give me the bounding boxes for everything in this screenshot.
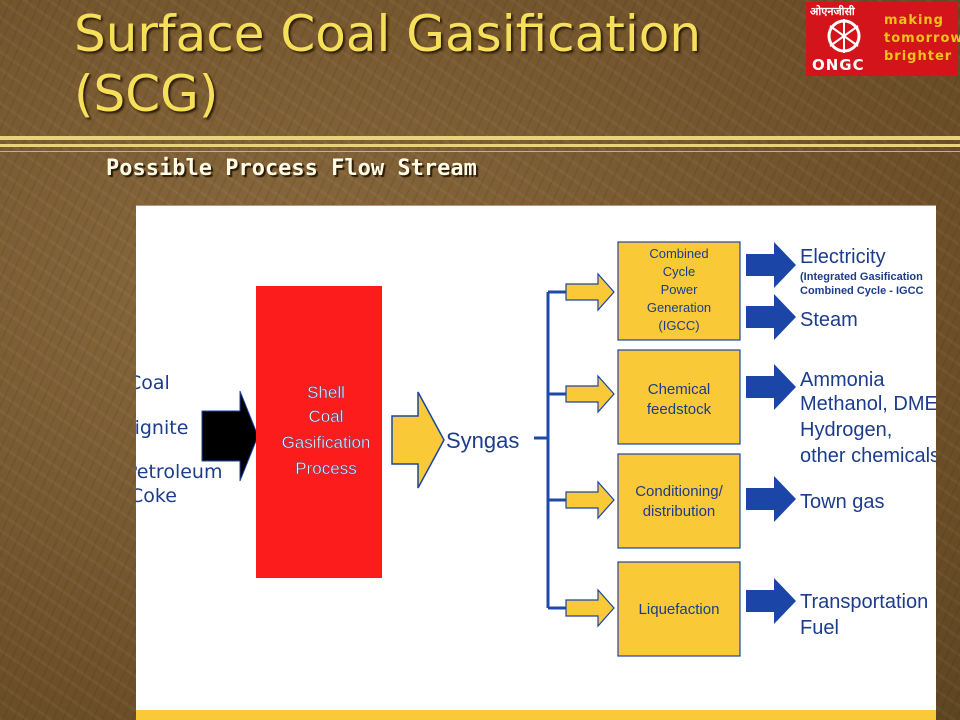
title-divider	[0, 151, 960, 152]
process-labels: Shell Coal Gasification Process	[281, 383, 371, 479]
product-label: Fuel	[800, 617, 839, 639]
process-label: Coal	[309, 407, 344, 426]
feedstock-label: Lignite	[136, 417, 188, 439]
stage-labels: Combined Cycle Power Generation (IGCC) C…	[635, 246, 723, 618]
process-flow-svg: Coal Lignite Petroleum Coke Shell Coal G…	[136, 241, 936, 720]
syngas-label: Syngas	[446, 428, 519, 453]
stage-label: distribution	[643, 503, 716, 520]
process-box	[256, 286, 382, 578]
stage-box-liquefaction	[617, 561, 741, 657]
process-label: Process	[295, 459, 356, 478]
feedstock-label: Petroleum	[136, 461, 222, 483]
stage-box-chemical	[617, 349, 741, 445]
product-label: Electricity	[800, 246, 886, 268]
process-label: Shell	[307, 383, 345, 402]
stage-arrow	[565, 588, 615, 628]
stage-box-igcc	[617, 241, 741, 341]
process-flow-diagram: Coal Lignite Petroleum Coke Shell Coal G…	[136, 206, 936, 720]
slide-title-line: Surface Coal Gasification	[74, 5, 702, 63]
feedstock-label: Coal	[136, 372, 170, 394]
syngas-arrow	[391, 391, 445, 489]
stage-arrow	[565, 480, 615, 520]
product-arrow	[746, 364, 796, 410]
logo-emblem: ओएनजीसी ONGC	[806, 2, 882, 76]
stage-box-conditioning	[617, 453, 741, 549]
slide-subtitle: Possible Process Flow Stream	[106, 156, 477, 181]
logo-hindi-text: ओएनजीसी	[810, 5, 855, 18]
ongc-logo: ओएनजीसी ONGC making tomorrow brighter	[806, 2, 960, 76]
product-label: (Integrated Gasification	[800, 271, 923, 283]
feedstock-arrow	[201, 390, 259, 482]
product-arrow	[746, 476, 796, 522]
product-label: Town gas	[800, 491, 885, 513]
product-label: Hydrogen,	[800, 419, 892, 441]
title-divider	[0, 144, 960, 147]
stage-label: Combined	[649, 246, 708, 261]
product-arrow	[746, 578, 796, 624]
product-label: Transportation	[800, 591, 928, 613]
slide-subtitle-text: Possible Process Flow Stream	[106, 156, 477, 181]
slide-title-text: Surface Coal Gasification(SCG)	[74, 5, 701, 123]
process-label: Gasification	[282, 433, 371, 452]
stage-arrows	[565, 272, 615, 628]
diagram-top-border	[136, 205, 936, 206]
product-label: Ammonia	[800, 369, 885, 391]
product-arrows	[746, 242, 796, 624]
logo-tagline: making tomorrow brighter	[882, 2, 960, 76]
logo-brand: ONGC	[812, 56, 865, 74]
stage-arrow	[565, 272, 615, 312]
feedstock-labels: Coal Lignite Petroleum Coke	[136, 372, 222, 507]
product-label: Methanol, DME	[800, 393, 936, 415]
stage-label: Generation	[647, 300, 711, 315]
product-label: other chemicals	[800, 445, 936, 467]
logo-tagline-line: tomorrow	[884, 31, 960, 46]
product-arrow	[746, 242, 796, 288]
ongc-emblem-icon	[827, 19, 861, 53]
branch-lines	[534, 290, 568, 610]
stage-label: feedstock	[647, 401, 712, 418]
slide-title-line: (SCG)	[74, 65, 219, 123]
slide-title: Surface Coal Gasification(SCG)	[74, 4, 701, 124]
stage-label: Chemical	[648, 381, 711, 398]
stage-label: (IGCC)	[658, 318, 699, 333]
stage-label: Cycle	[663, 264, 696, 279]
title-divider	[0, 136, 960, 140]
stage-label: Liquefaction	[639, 601, 720, 618]
stage-label: Conditioning/	[635, 483, 723, 500]
stage-boxes	[617, 241, 741, 657]
product-labels: Electricity (Integrated Gasification Com…	[800, 246, 936, 639]
stage-label: Power	[661, 282, 699, 297]
logo-tagline-line: brighter	[884, 49, 953, 64]
bottom-strip	[136, 710, 936, 720]
logo-tagline-line: making	[884, 13, 944, 28]
feedstock-label: Coke	[136, 485, 177, 507]
product-label: Steam	[800, 309, 858, 331]
product-arrow	[746, 294, 796, 340]
product-label: Combined Cycle - IGCC	[800, 285, 924, 297]
stage-arrow	[565, 374, 615, 414]
